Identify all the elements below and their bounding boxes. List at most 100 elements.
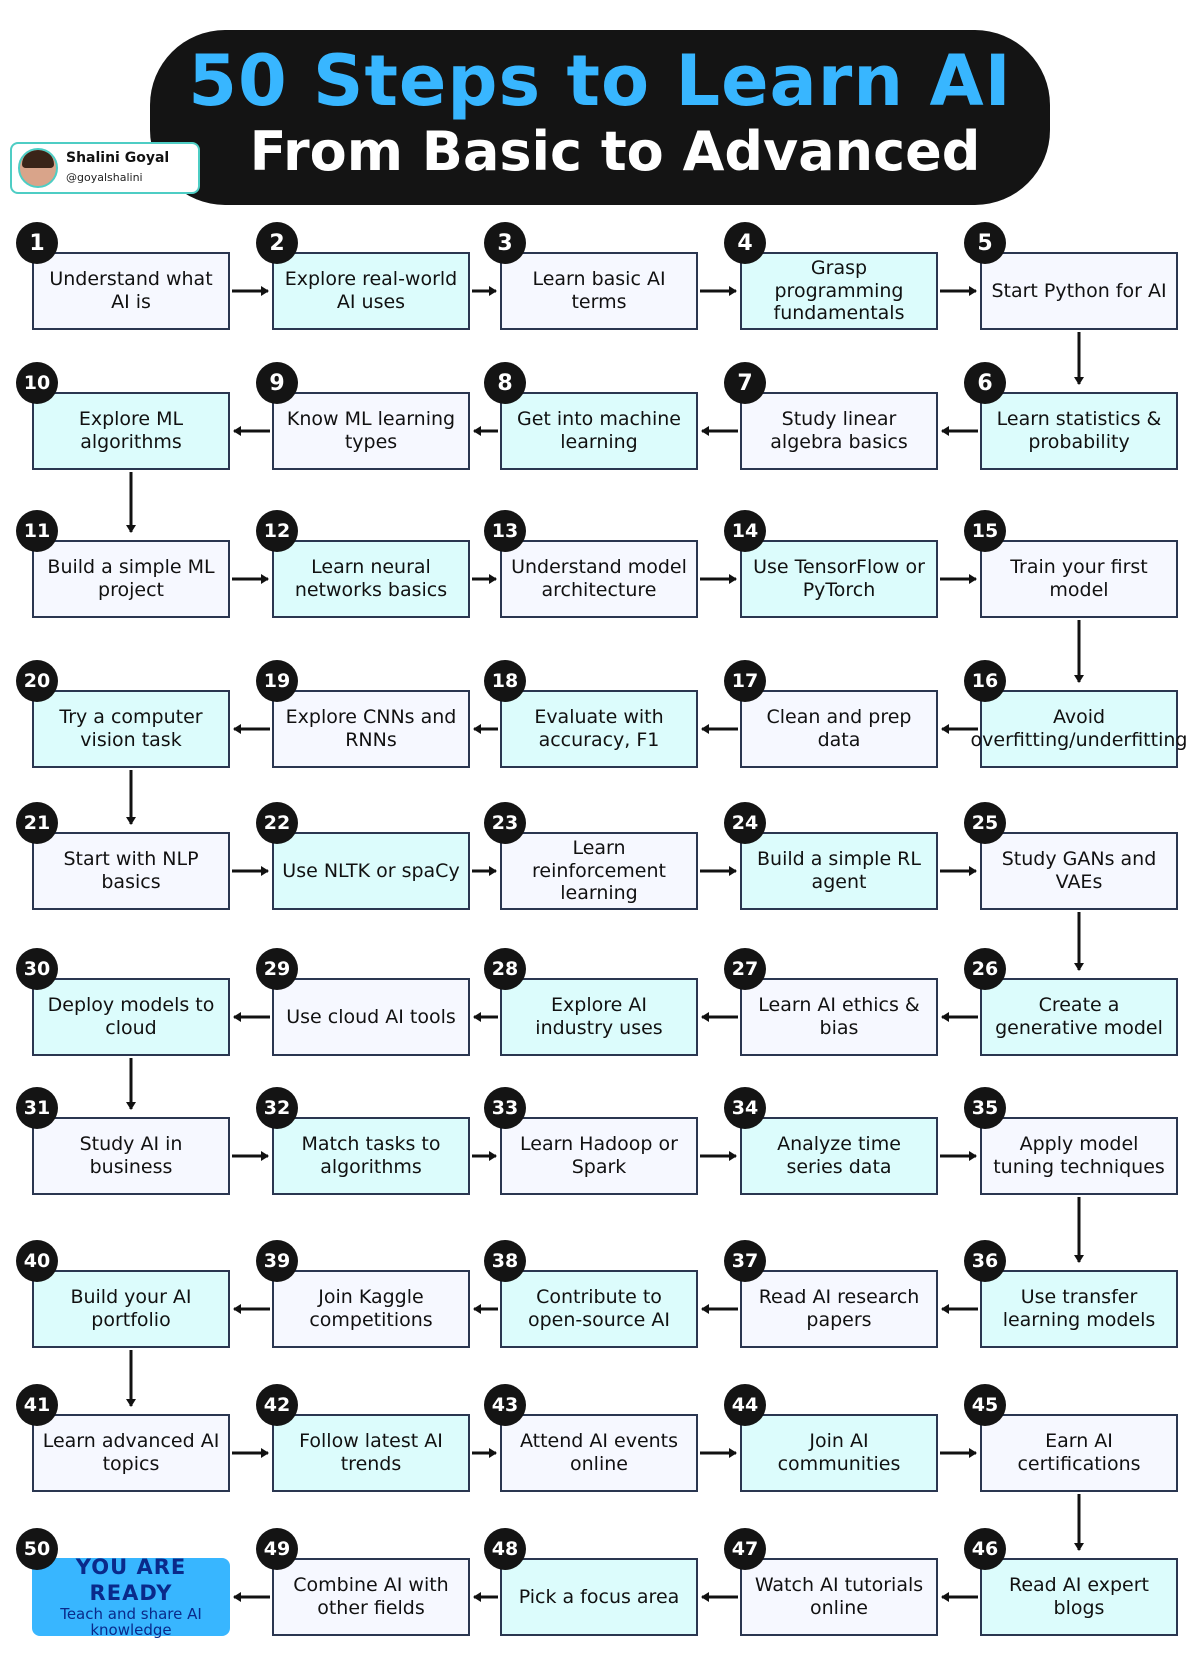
step-text: Use NLTK or spaCy (282, 859, 460, 882)
step-number-badge: 41 (16, 1384, 58, 1426)
step-text: Learn Hadoop or Spark (520, 1133, 678, 1178)
step-number-badge: 4 (724, 222, 766, 264)
step-text: Join AI communities (777, 1430, 901, 1475)
step-text: Create a generative model (995, 994, 1163, 1039)
step-box: Start Python for AI (980, 252, 1178, 330)
step-box: Build a simple RL agent (740, 832, 938, 910)
step-number-badge: 19 (256, 660, 298, 702)
step-text: Analyze time series data (777, 1133, 901, 1178)
step-text: Pick a focus area (518, 1585, 680, 1608)
step-number-badge: 11 (16, 510, 58, 552)
step-text: Learn basic AI terms (532, 268, 666, 313)
step-text: Evaluate with accuracy, F1 (534, 706, 664, 751)
step-box: Create a generative model (980, 978, 1178, 1056)
step-text: Understand what AI is (49, 268, 213, 313)
step-number-badge: 14 (724, 510, 766, 552)
step-number-badge: 18 (484, 660, 526, 702)
step-number-badge: 35 (964, 1087, 1006, 1129)
step-box: Follow latest AI trends (272, 1414, 470, 1492)
step-number-badge: 49 (256, 1528, 298, 1570)
step-box: Learn basic AI terms (500, 252, 698, 330)
step-text: Learn neural networks basics (294, 556, 448, 601)
step-number-badge: 32 (256, 1087, 298, 1129)
step-box: Watch AI tutorials online (740, 1558, 938, 1636)
step-box: Earn AI certifications (980, 1414, 1178, 1492)
step-number-badge: 48 (484, 1528, 526, 1570)
step-number-badge: 5 (964, 222, 1006, 264)
step-text: Watch AI tutorials online (754, 1574, 924, 1619)
step-text: Explore CNNs and RNNs (285, 706, 457, 751)
step-box: Apply model tuning techniques (980, 1117, 1178, 1195)
step-number-badge: 3 (484, 222, 526, 264)
step-box: Match tasks to algorithms (272, 1117, 470, 1195)
step-text: Use cloud AI tools (286, 1005, 456, 1028)
step-text: Study GANs and VAEs (1001, 848, 1157, 893)
step-text: Use transfer learning models (1002, 1286, 1156, 1331)
step-text: Learn advanced AI topics (42, 1430, 220, 1475)
step-number-badge: 28 (484, 948, 526, 990)
step-box: Explore CNNs and RNNs (272, 690, 470, 768)
step-box: Use TensorFlow or PyTorch (740, 540, 938, 618)
step-number-badge: 12 (256, 510, 298, 552)
step-text: Attend AI events online (519, 1430, 679, 1475)
step-number-badge: 1 (16, 222, 58, 264)
step-text: Use TensorFlow or PyTorch (753, 556, 925, 601)
step-box: Avoid overfitting/underfitting (971, 690, 1187, 768)
step-number-badge: 30 (16, 948, 58, 990)
step-number-badge: 20 (16, 660, 58, 702)
step-number-badge: 44 (724, 1384, 766, 1426)
step-text: Earn AI certifications (1017, 1430, 1141, 1475)
step-text: Grasp programming fundamentals (773, 256, 905, 325)
step-text: Join Kaggle competitions (309, 1286, 433, 1331)
step-box: Use transfer learning models (980, 1270, 1178, 1348)
step-number-badge: 31 (16, 1087, 58, 1129)
step-number-badge: 25 (964, 802, 1006, 844)
step-box: Study linear algebra basics (740, 392, 938, 470)
step-box: Pick a focus area (500, 1558, 698, 1636)
step-number-badge: 21 (16, 802, 58, 844)
step-box: Analyze time series data (740, 1117, 938, 1195)
step-box: Understand what AI is (32, 252, 230, 330)
step-text: Match tasks to algorithms (301, 1133, 441, 1178)
step-number-badge: 10 (16, 362, 58, 404)
step-number-badge: 27 (724, 948, 766, 990)
step-box: Build a simple ML project (32, 540, 230, 618)
step-box: Explore AI industry uses (500, 978, 698, 1056)
title-banner (150, 30, 1050, 205)
step-box: Study GANs and VAEs (980, 832, 1178, 910)
step-text: Deploy models to cloud (47, 994, 215, 1039)
step-text: Try a computer vision task (59, 706, 203, 751)
step-number-badge: 45 (964, 1384, 1006, 1426)
step-number-badge: 36 (964, 1240, 1006, 1282)
step-number-badge: 9 (256, 362, 298, 404)
step-text: Learn reinforcement learning (532, 836, 666, 905)
step-number-badge: 37 (724, 1240, 766, 1282)
step-box: Learn statistics & probability (980, 392, 1178, 470)
step-text: Explore real-world AI uses (284, 268, 458, 313)
step-number-badge: 26 (964, 948, 1006, 990)
final-subtitle: Teach and share AI knowledge (60, 1604, 202, 1640)
step-box: Deploy models to cloud (32, 978, 230, 1056)
step-text: Build a simple ML project (47, 556, 215, 601)
author-card: Shalini Goyal @goyalshalini (10, 142, 200, 194)
step-text: Build your AI portfolio (70, 1286, 192, 1331)
step-box: Get into machine learning (500, 392, 698, 470)
step-number-badge: 22 (256, 802, 298, 844)
step-number-badge: 46 (964, 1528, 1006, 1570)
step-number-badge: 40 (16, 1240, 58, 1282)
step-box: Clean and prep data (740, 690, 938, 768)
step-number-badge: 24 (724, 802, 766, 844)
step-number-badge: 6 (964, 362, 1006, 404)
page-subtitle: From Basic to Advanced (249, 120, 981, 183)
step-box: Join Kaggle competitions (272, 1270, 470, 1348)
step-text: Understand model architecture (511, 556, 687, 601)
step-number-badge: 29 (256, 948, 298, 990)
step-text: Apply model tuning techniques (993, 1133, 1165, 1178)
step-number-badge: 42 (256, 1384, 298, 1426)
step-box: Explore real-world AI uses (272, 252, 470, 330)
step-box: Grasp programming fundamentals (740, 252, 938, 330)
step-box: Learn neural networks basics (272, 540, 470, 618)
step-box: Attend AI events online (500, 1414, 698, 1492)
